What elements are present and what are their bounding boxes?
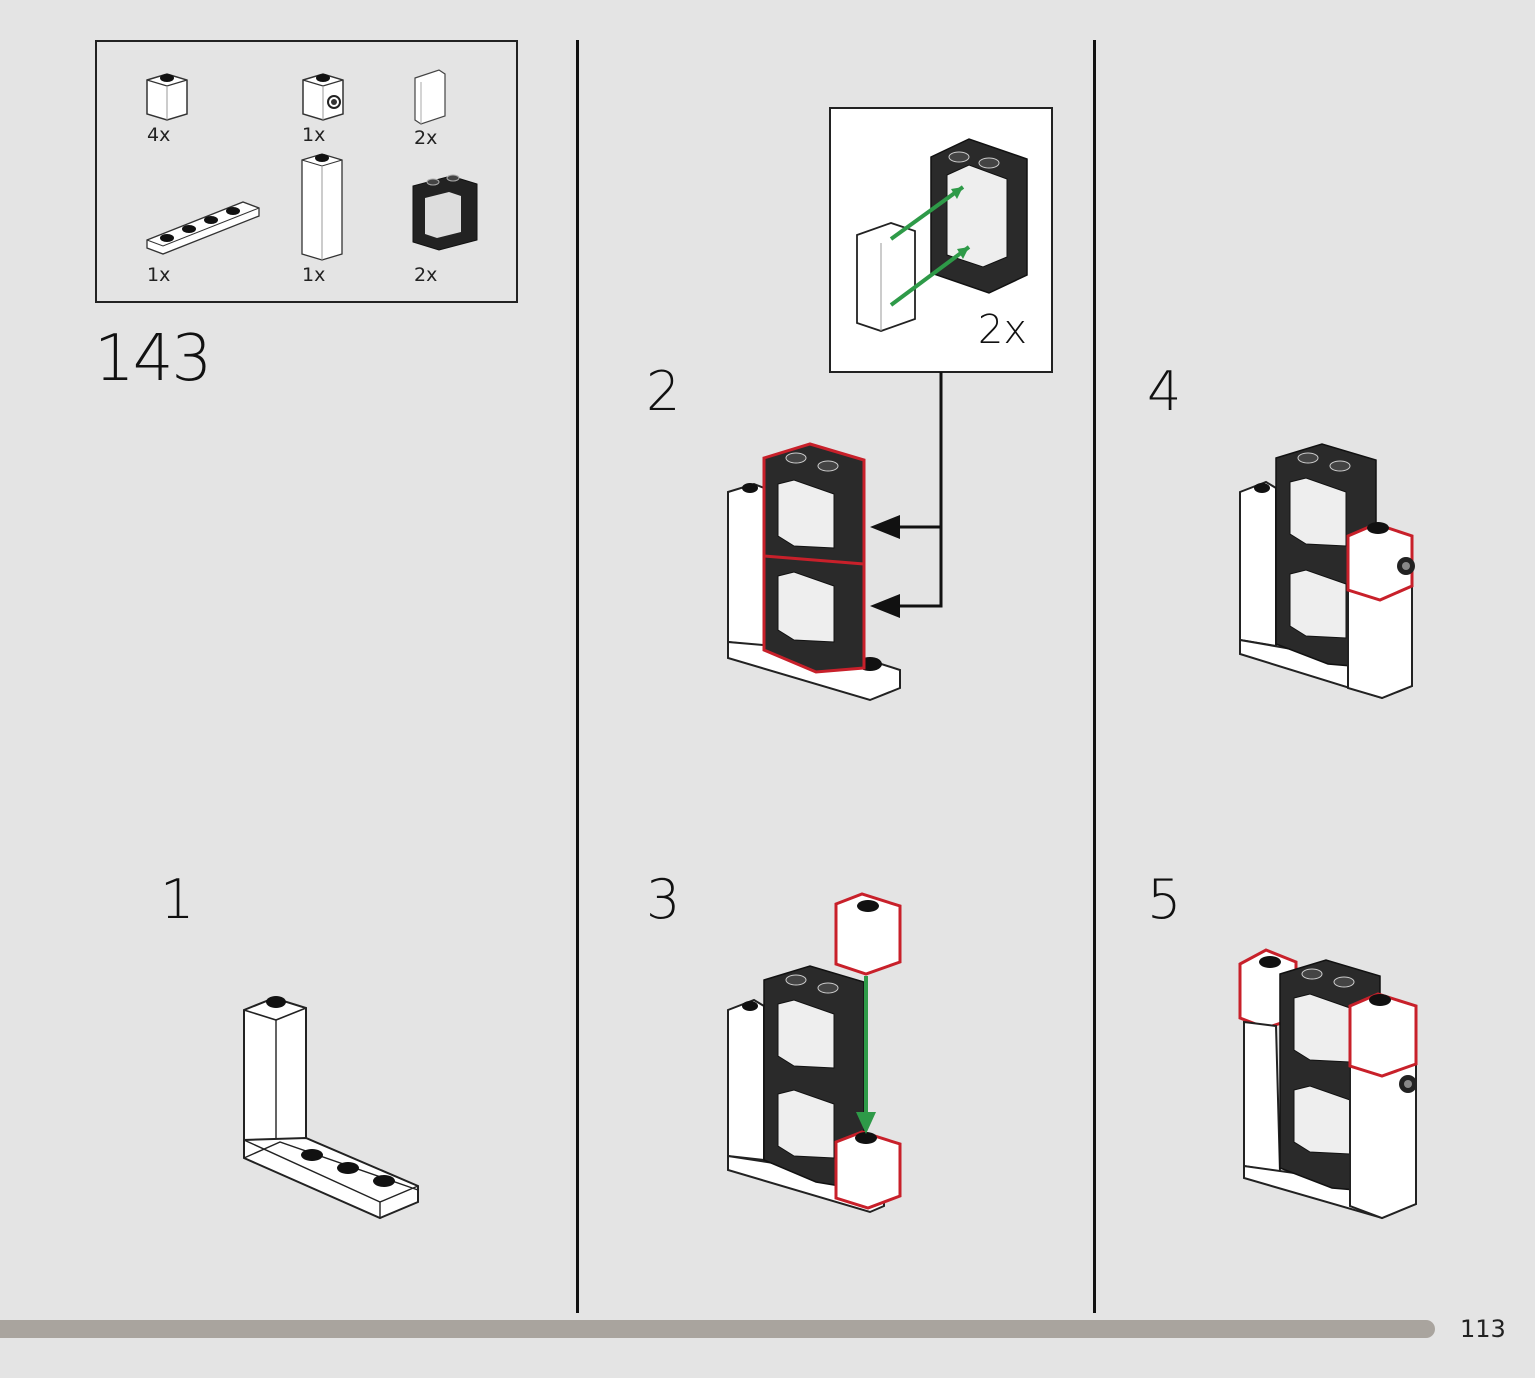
step-number-2: 2: [646, 360, 681, 423]
window-frame-black-icon: [412, 174, 478, 251]
sub-assembly-callout: 2x: [829, 107, 1053, 373]
instruction-number: 143: [94, 322, 212, 396]
page-number: 113: [1460, 1315, 1506, 1343]
step-2-illustration: [727, 442, 901, 702]
step-5-illustration: [1238, 948, 1418, 1220]
part-qty: 2x: [414, 127, 438, 149]
part-qty: 1x: [302, 264, 326, 286]
step-3-illustration: [727, 892, 902, 1214]
part-qty: 1x: [302, 124, 326, 146]
callout-connector-arrows: [870, 372, 943, 618]
plate-1x4-white-icon: [146, 201, 260, 255]
step-4-illustration: [1239, 443, 1415, 700]
brick-1x1-white-icon: [146, 73, 188, 121]
step-number-4: 4: [1147, 360, 1182, 423]
step-number-1: 1: [160, 868, 195, 931]
part-qty: 1x: [147, 264, 171, 286]
window-glass-icon: [414, 69, 446, 125]
column-divider: [576, 40, 579, 1313]
step-number-3: 3: [646, 868, 681, 931]
column-divider: [1093, 40, 1096, 1313]
parts-list-box: 4x 1x 2x 1x 1x 2x: [95, 40, 518, 303]
brick-1x1x5-white-icon: [301, 153, 343, 261]
part-qty: 2x: [414, 264, 438, 286]
page-progress-bar: [0, 1320, 1435, 1338]
callout-qty: 2x: [977, 307, 1027, 353]
window-assembly-illustration: [856, 138, 1028, 332]
brick-1x1-studded-side-white-icon: [302, 73, 344, 121]
step-number-5: 5: [1147, 868, 1182, 931]
step-1-illustration: [243, 996, 419, 1220]
part-qty: 4x: [147, 124, 171, 146]
